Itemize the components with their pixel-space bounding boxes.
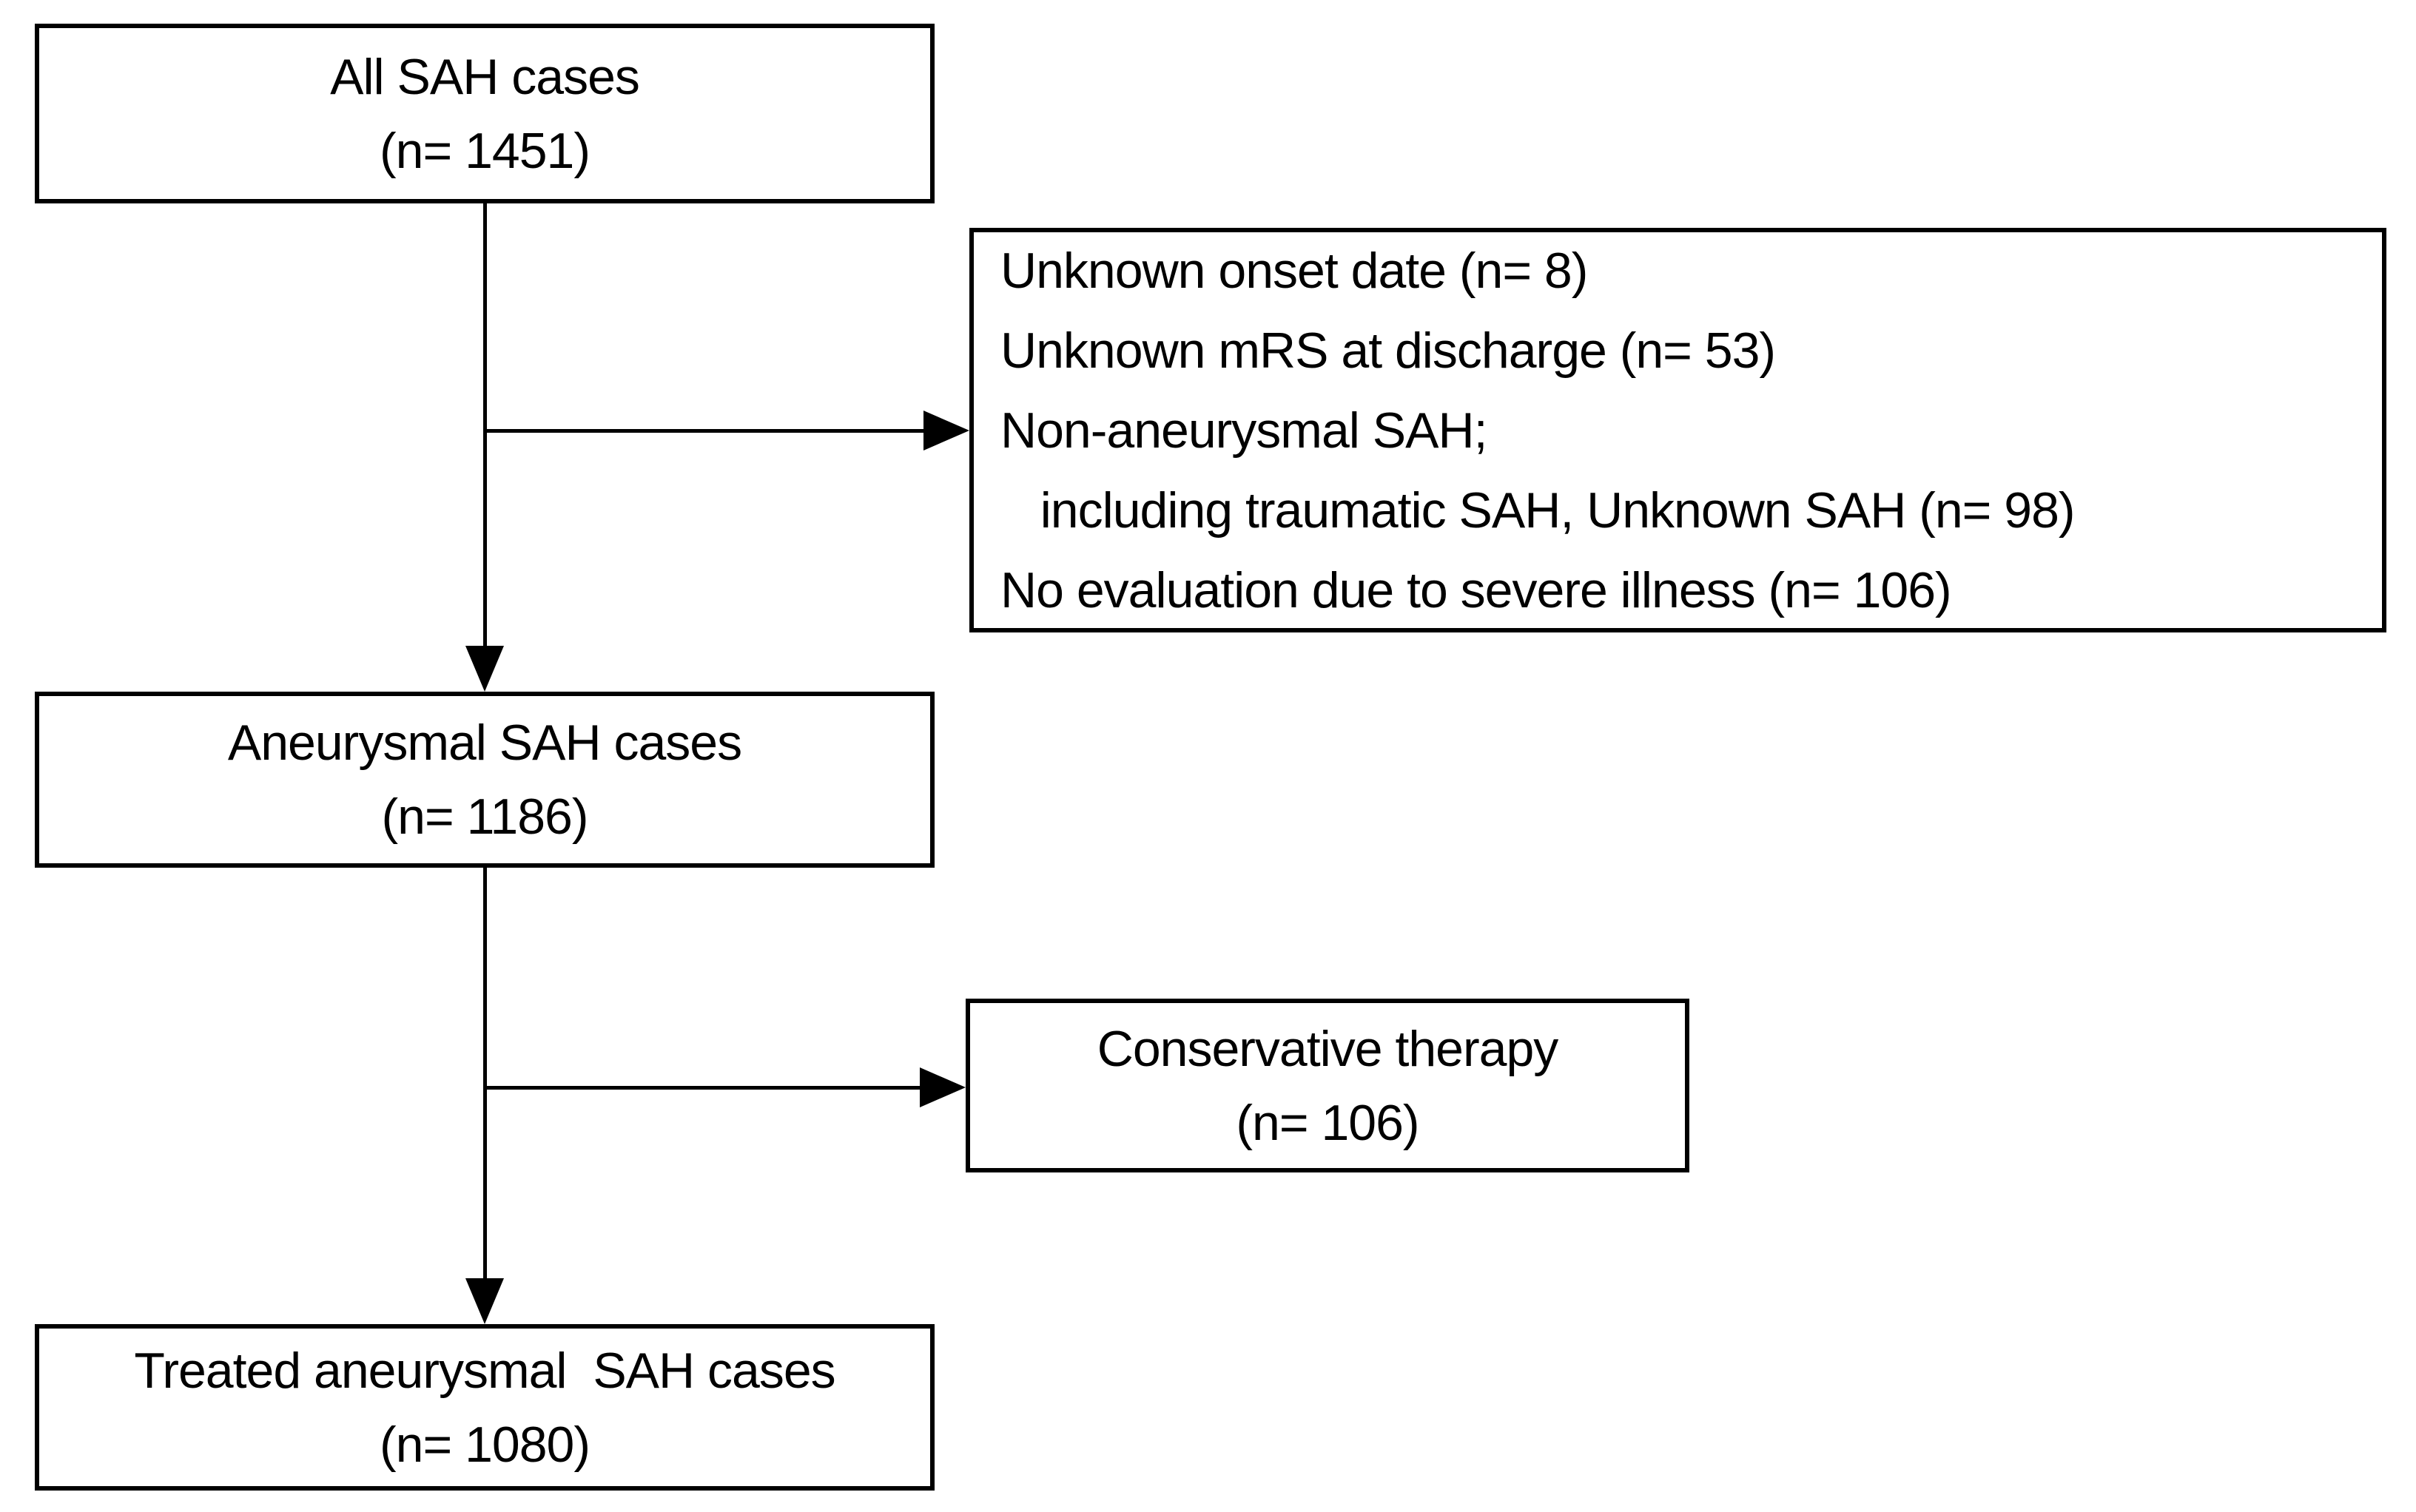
exclusion-line: No evaluation due to severe illness (n= … (1000, 561, 1952, 618)
connector-to-exclusions (483, 429, 925, 433)
box-aneurysmal-sah-cases: Aneurysmal SAH cases (n= 1186) (35, 692, 935, 868)
arrow-right-icon (923, 411, 969, 450)
box-count: (n= 1451) (380, 122, 590, 179)
box-all-sah-cases: All SAH cases (n= 1451) (35, 24, 935, 203)
connector-all-to-aneurysmal (483, 203, 487, 647)
box-count: (n= 1080) (380, 1416, 590, 1473)
box-exclusions: Unknown onset date (n= 8) Unknown mRS at… (969, 228, 2386, 632)
box-title: Conservative therapy (1097, 1020, 1559, 1077)
box-count: (n= 1186) (381, 789, 589, 845)
exclusion-line: including traumatic SAH, Unknown SAH (n=… (1000, 482, 2076, 539)
exclusion-line: Non-aneurysmal SAH; (1000, 402, 1487, 459)
box-title: Treated aneurysmal SAH cases (134, 1342, 835, 1399)
arrow-right-icon (920, 1067, 966, 1107)
connector-to-conservative (483, 1086, 925, 1090)
box-count: (n= 106) (1236, 1094, 1419, 1151)
box-title: Aneurysmal SAH cases (227, 715, 742, 771)
box-conservative-therapy: Conservative therapy (n= 106) (966, 999, 1689, 1172)
connector-aneurysmal-to-treated (483, 868, 487, 1280)
exclusion-line: Unknown mRS at discharge (n= 53) (1000, 322, 1776, 379)
arrow-down-icon (465, 646, 504, 692)
box-title: All SAH cases (330, 48, 640, 105)
exclusion-line: Unknown onset date (n= 8) (1000, 242, 1588, 299)
box-treated-aneurysmal-sah-cases: Treated aneurysmal SAH cases (n= 1080) (35, 1324, 935, 1491)
arrow-down-icon (465, 1278, 504, 1324)
